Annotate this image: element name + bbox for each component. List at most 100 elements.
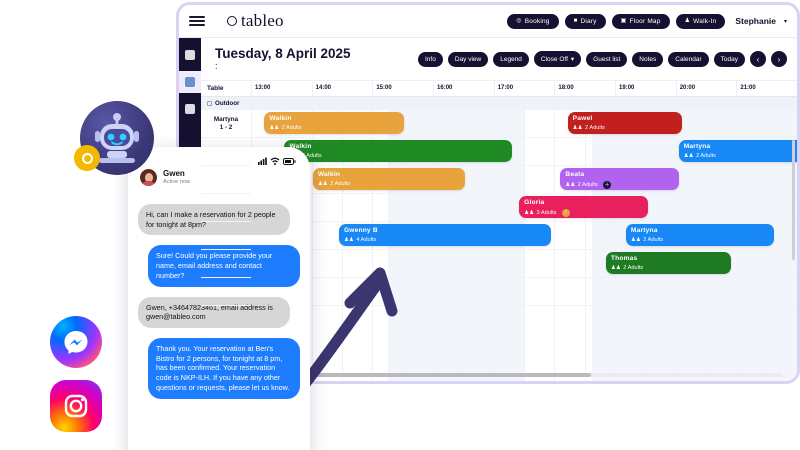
reservation-block[interactable]: Gloria♟♟3 Adults! xyxy=(519,196,649,218)
checkbox-icon[interactable] xyxy=(207,101,212,106)
section-header-outdoor[interactable]: Outdoor xyxy=(201,97,797,110)
time-header-cell: 16:00 xyxy=(433,81,494,96)
reservation-block[interactable]: Martyna♟♟2 Adults xyxy=(625,224,774,246)
guests-count-label: 2 Adults xyxy=(585,124,605,131)
reservation-guests: ♟♟2 Adults xyxy=(684,153,797,159)
guests-icon: ♟♟ xyxy=(683,152,694,159)
guests-icon: ♟♟ xyxy=(630,236,641,243)
reservation-name: Walkin xyxy=(269,115,292,122)
hamburger-icon[interactable] xyxy=(189,16,205,26)
info-button[interactable]: Info xyxy=(418,51,443,67)
row-gridline xyxy=(251,278,797,306)
add-badge-icon[interactable]: ＋ xyxy=(603,180,612,189)
coin-icon xyxy=(74,145,100,171)
plus-circle-icon: ◎ xyxy=(516,18,522,24)
brand-label: tableo xyxy=(241,11,284,30)
toolbar-actions: Info Day view Legend Close Off ▾ Guest l… xyxy=(418,51,787,67)
horizontal-scrollbar[interactable] xyxy=(251,373,783,377)
walk-in-button[interactable]: ♟ Walk-In xyxy=(675,13,726,29)
diary-label: Diary xyxy=(580,17,597,25)
floor-map-button[interactable]: ▣ Floor Map xyxy=(611,13,670,29)
vertical-scrollbar[interactable] xyxy=(792,140,795,260)
scrollbar-thumb[interactable] xyxy=(251,373,592,377)
reservation-name: Gwenny B xyxy=(343,227,378,234)
time-header-cell: 13:00 xyxy=(251,81,312,96)
table-row-label xyxy=(201,138,251,166)
guests-count-label: 4 Adults xyxy=(356,236,377,243)
chat-contact-header[interactable]: Gwen Active now xyxy=(128,165,310,194)
calendar-button[interactable]: Calendar xyxy=(668,51,709,67)
reservation-block[interactable]: Walkin ♟♟2 Adults xyxy=(264,112,404,134)
messenger-icon[interactable] xyxy=(50,316,102,368)
next-day-button[interactable]: › xyxy=(771,51,787,67)
booking-button[interactable]: ◎ Booking xyxy=(507,13,559,29)
chat-bubble-outgoing: Sure! Could you please provide your name… xyxy=(148,245,300,287)
reservation-name: Pawel xyxy=(572,115,593,122)
reservation-guests: ♟♟2 Adults xyxy=(318,181,460,187)
instagram-icon[interactable] xyxy=(50,380,102,432)
guests-count-label: 2 Adults xyxy=(643,236,664,243)
reservation-block[interactable]: Walkin♟♟2 Adults xyxy=(284,140,512,162)
floor-map-label: Floor Map xyxy=(629,17,661,25)
today-button[interactable]: Today xyxy=(713,51,745,67)
day-view-button[interactable]: Day view xyxy=(447,51,489,67)
guests-icon: ♟♟ xyxy=(343,236,354,243)
contact-status: Active now xyxy=(163,178,191,185)
time-header-cell: 21:00 xyxy=(736,81,797,96)
page-title: Tuesday, 8 April 2025 xyxy=(215,46,351,62)
row-gridlines xyxy=(251,110,797,381)
reservation-block[interactable]: Walkin♟♟2 Adults xyxy=(312,168,465,190)
guests-icon: ♟♟ xyxy=(565,181,576,188)
close-off-button[interactable]: Close Off ▾ xyxy=(533,51,582,67)
sidebar-item-diary[interactable] xyxy=(179,71,201,93)
contact-name: Gwen xyxy=(163,169,185,179)
chat-thread: Hi, can I make a reservation for 2 peopl… xyxy=(128,194,310,399)
walk-in-label: Walk-In xyxy=(693,17,717,25)
signal-icon xyxy=(258,157,267,165)
chevron-down-icon[interactable]: ▾ xyxy=(783,18,787,25)
reservation-block[interactable]: Martyna♟♟2 Adults xyxy=(678,140,797,162)
user-menu[interactable]: Stephanie xyxy=(735,16,776,26)
warning-badge-icon[interactable]: ! xyxy=(561,208,570,217)
book-icon: ■ xyxy=(573,18,578,24)
booking-label: Booking xyxy=(524,17,550,25)
guests-icon: ♟♟ xyxy=(317,180,328,187)
diary-button[interactable]: ■ Diary xyxy=(564,13,606,29)
guests-count-label: 2 Adults xyxy=(577,181,598,188)
reservation-guests: ♟♟2 Adults xyxy=(269,125,399,131)
chat-bubble-outgoing: Thank you. Your reservation at Ben's Bis… xyxy=(148,338,300,399)
row-gridline xyxy=(251,222,797,250)
notes-button[interactable]: Notes xyxy=(632,51,664,67)
reservation-name: Beata xyxy=(565,171,585,178)
sidebar-item-floor-map[interactable] xyxy=(179,98,201,120)
person-icon: ♟ xyxy=(684,18,691,24)
reservation-block[interactable]: Pawel ♟♟2 Adults xyxy=(567,112,682,134)
gridline xyxy=(554,110,584,381)
reservation-block[interactable]: Thomas♟♟2 Adults xyxy=(605,252,732,274)
prev-day-button[interactable]: ‹ xyxy=(750,51,766,67)
reservation-block[interactable]: Gwenny B ♟♟4 Adults xyxy=(338,224,552,246)
reservation-guests: ♟♟2 Adults xyxy=(289,153,507,159)
avatar xyxy=(140,169,157,186)
table-column-header: Table xyxy=(207,85,224,92)
guests-count-label: 2 Adults xyxy=(623,264,644,271)
guests-icon: ♟♟ xyxy=(610,264,621,271)
table-row-label xyxy=(201,222,251,250)
legend-button[interactable]: Legend xyxy=(493,51,529,67)
chevron-down-icon: ▾ xyxy=(570,56,575,63)
guests-icon: ♟♟ xyxy=(572,124,583,131)
reservation-block[interactable]: Beata ♟♟2 Adults ＋ xyxy=(560,168,680,190)
wifi-icon xyxy=(270,157,280,165)
sidebar-item-dashboard[interactable] xyxy=(179,44,201,66)
guests-count-label: 2 Adults xyxy=(696,152,716,159)
reservation-guests: ♟♟4 Adults xyxy=(344,237,546,243)
contact-block: Gwen Active now xyxy=(163,169,190,185)
guests-count-label: 3 Adults xyxy=(536,209,557,216)
guest-list-button[interactable]: Guest list xyxy=(586,51,628,67)
